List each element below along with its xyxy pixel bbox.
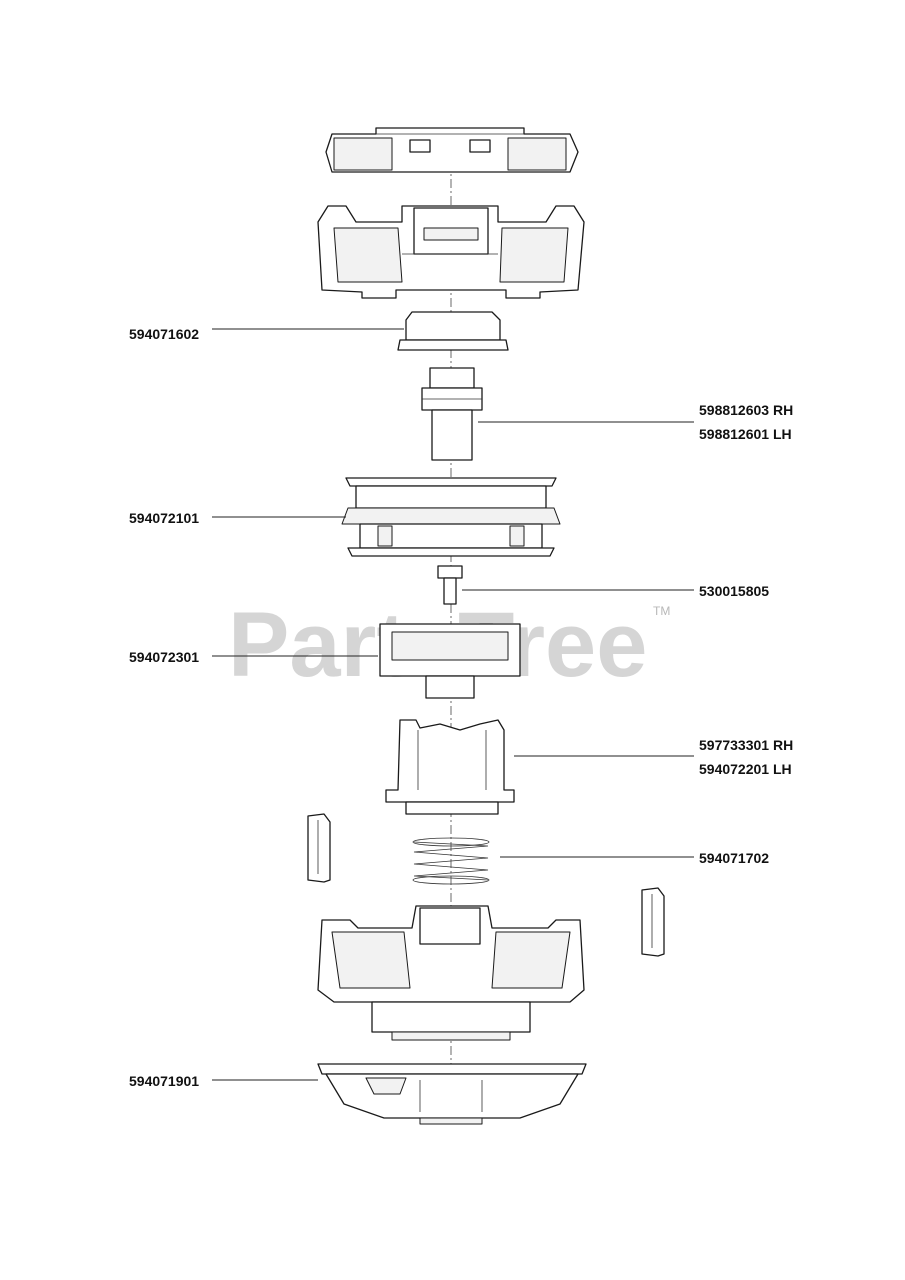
part-597733301 [385, 719, 515, 815]
callout-597733301: 597733301 RH 594072201 LH [514, 737, 793, 777]
label-594071901: 594071901 [129, 1073, 199, 1089]
label-597733301-rh: 597733301 RH [699, 737, 793, 753]
label-594072201-lh: 594072201 LH [699, 761, 792, 777]
label-594071602: 594071602 [129, 326, 199, 342]
part-top-cap [325, 127, 579, 173]
callout-598812603: 598812603 RH 598812601 LH [478, 402, 793, 442]
callout-594071901: 594071901 [129, 1073, 318, 1089]
label-530015805: 530015805 [699, 583, 769, 599]
callout-530015805: 530015805 [462, 583, 769, 599]
label-598812603-rh: 598812603 RH [699, 402, 793, 418]
part-530015805 [437, 565, 463, 605]
callout-594071602: 594071602 [129, 326, 404, 342]
callout-594072101: 594072101 [129, 510, 346, 526]
part-lower-housing [317, 905, 585, 1041]
label-594071702: 594071702 [699, 850, 769, 866]
watermark-tm: TM [653, 604, 670, 618]
part-left-clip [307, 813, 331, 883]
part-594072101 [341, 477, 561, 557]
callout-594072301: 594072301 [129, 649, 378, 665]
part-594071901 [317, 1063, 587, 1125]
part-594071602 [397, 311, 509, 351]
part-594072301 [379, 623, 521, 699]
callout-594071702: 594071702 [500, 850, 769, 866]
part-598812603 [421, 367, 483, 461]
part-right-clip [641, 887, 665, 957]
label-594072101: 594072101 [129, 510, 199, 526]
label-598812601-lh: 598812601 LH [699, 426, 792, 442]
part-upper-housing [317, 205, 585, 299]
label-594072301: 594072301 [129, 649, 199, 665]
part-594071702 [412, 837, 490, 885]
